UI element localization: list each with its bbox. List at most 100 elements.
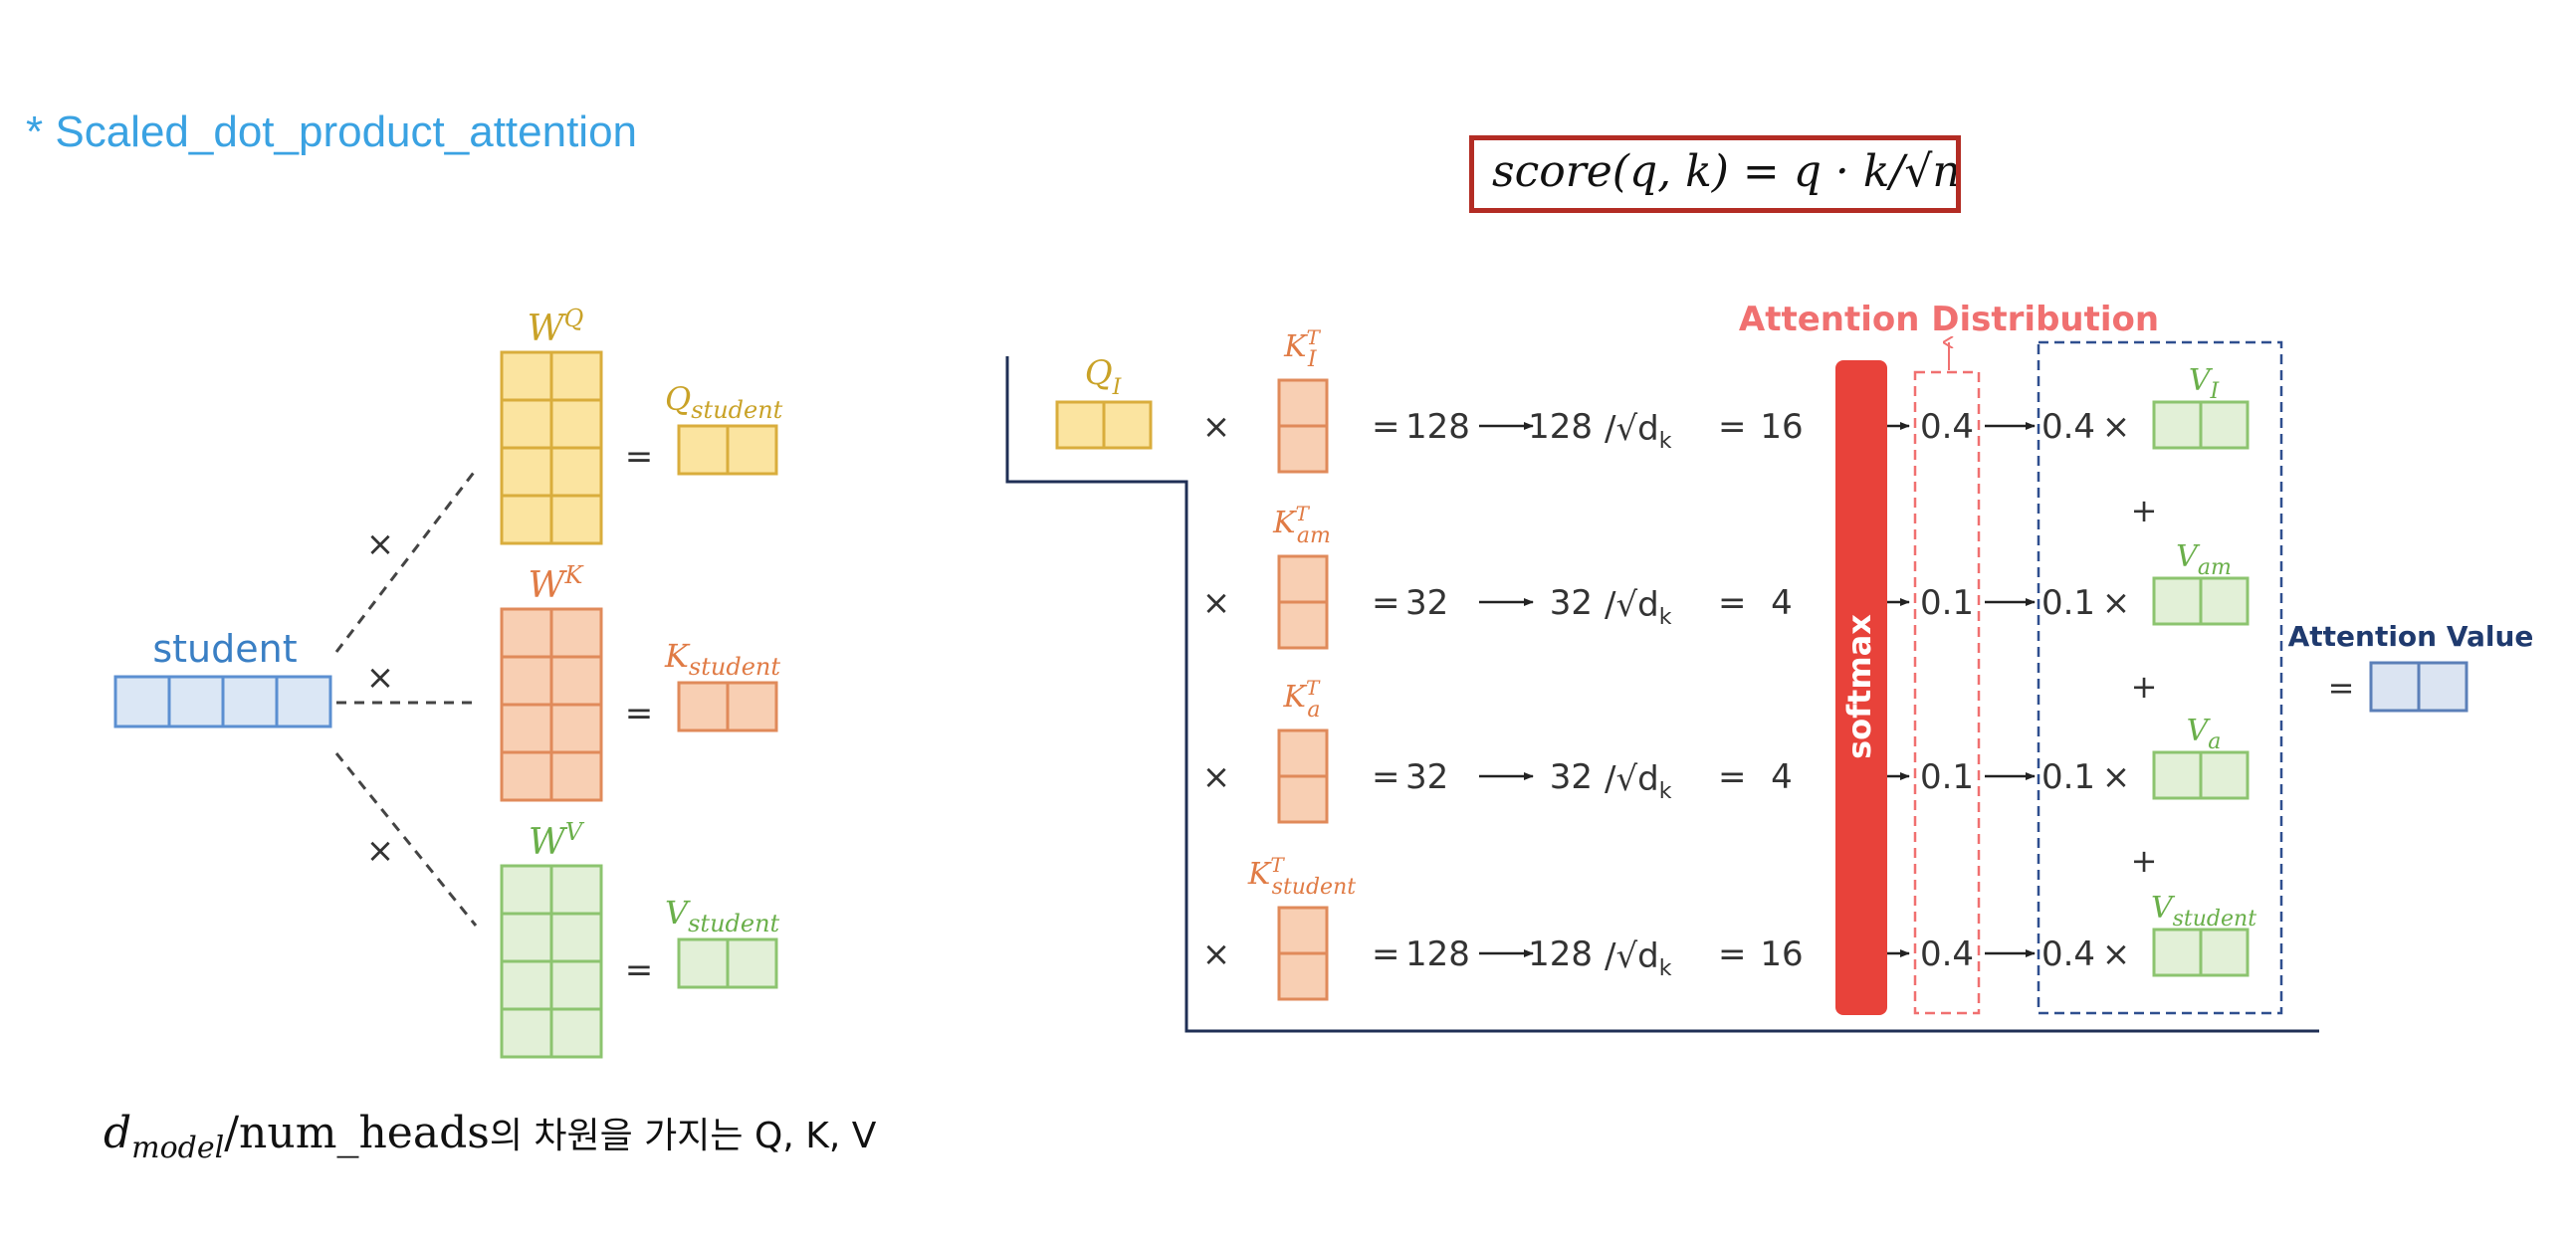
key-vector bbox=[1277, 728, 1329, 824]
times-sign: × bbox=[2102, 934, 2131, 974]
sqrt-dk: /√dk bbox=[1605, 759, 1672, 804]
plus-sign: + bbox=[2131, 492, 2158, 529]
times-sign: × bbox=[366, 658, 395, 698]
value-label: VI bbox=[2189, 363, 2221, 404]
value-label: Vam bbox=[2176, 539, 2232, 580]
score-formula: score(q, k) = q · k/√n bbox=[1492, 146, 1961, 197]
scaled-numerator: 32 bbox=[1550, 583, 1593, 623]
value-vector bbox=[2152, 576, 2250, 626]
times-sign: × bbox=[2102, 583, 2131, 623]
key-vector bbox=[1277, 378, 1329, 474]
softmax-probability: 0.1 bbox=[1920, 757, 1974, 797]
key-vector bbox=[1277, 554, 1329, 650]
page-title: * Scaled_dot_product_attention bbox=[26, 107, 638, 156]
equals-sign: = bbox=[1718, 583, 1747, 623]
attention-distribution-label: Attention Distribution bbox=[1739, 300, 2159, 339]
scaled-numerator: 128 bbox=[1528, 934, 1593, 974]
value-weight: 0.1 bbox=[2041, 583, 2095, 623]
times-sign: × bbox=[366, 831, 395, 871]
caption-math-suffix: /num_heads bbox=[224, 1108, 490, 1158]
scaled-score: 4 bbox=[1771, 757, 1793, 797]
output-label: Kstudent bbox=[664, 637, 780, 681]
key-vector bbox=[1277, 906, 1329, 1001]
plus-sign: + bbox=[2131, 842, 2158, 880]
softmax-label: softmax bbox=[1840, 614, 1878, 759]
row-bracket bbox=[1005, 356, 2319, 1033]
times-sign: × bbox=[2102, 757, 2131, 797]
dot-product-value: 32 bbox=[1405, 583, 1448, 623]
weight-label: WK bbox=[529, 561, 585, 606]
input-vector bbox=[113, 675, 332, 728]
weight-matrix bbox=[500, 864, 603, 1059]
output-vector bbox=[677, 937, 778, 989]
query-label: QI bbox=[1085, 353, 1123, 400]
value-label: Vstudent bbox=[2151, 891, 2256, 932]
sqrt-dk: /√dk bbox=[1605, 585, 1672, 630]
dot-product-value: 32 bbox=[1405, 757, 1448, 797]
attention-value-vector bbox=[2369, 661, 2469, 713]
dot-product-value: 128 bbox=[1405, 934, 1470, 974]
weight-label: WV bbox=[529, 818, 585, 863]
equals-sign: = bbox=[1718, 407, 1747, 447]
equals-sign: = bbox=[1372, 934, 1400, 974]
equals-sign: = bbox=[1372, 757, 1400, 797]
connector-v bbox=[334, 752, 478, 927]
output-vector bbox=[677, 424, 778, 476]
equals-sign: = bbox=[2328, 669, 2355, 707]
times-sign: × bbox=[1202, 407, 1231, 447]
equals-sign: = bbox=[625, 694, 654, 733]
scaled-numerator: 128 bbox=[1528, 407, 1593, 447]
times-sign: × bbox=[1202, 934, 1231, 974]
caption-math: dmodel/num_heads bbox=[104, 1108, 490, 1165]
softmax-probability: 0.1 bbox=[1920, 583, 1974, 623]
caption-subscript: model bbox=[131, 1130, 225, 1165]
caption: dmodel/num_heads의 차원을 가지는 Q, K, V bbox=[104, 1107, 876, 1165]
scaled-score: 16 bbox=[1760, 407, 1803, 447]
query-vector bbox=[1055, 400, 1153, 450]
softmax-probability: 0.4 bbox=[1920, 407, 1974, 447]
times-sign: × bbox=[2102, 407, 2131, 447]
times-sign: × bbox=[1202, 757, 1231, 797]
scaled-numerator: 32 bbox=[1550, 757, 1593, 797]
equals-sign: = bbox=[1372, 407, 1400, 447]
output-vector bbox=[677, 681, 778, 732]
caption-text: 의 차원을 가지는 Q, K, V bbox=[489, 1116, 877, 1156]
times-sign: × bbox=[366, 524, 395, 564]
equals-sign: = bbox=[625, 437, 654, 477]
scaled-score: 16 bbox=[1760, 934, 1803, 974]
softmax-bar bbox=[1835, 360, 1887, 1015]
output-label: Vstudent bbox=[665, 894, 780, 937]
input-label: student bbox=[152, 627, 297, 671]
times-sign: × bbox=[1202, 583, 1231, 623]
softmax-probability: 0.4 bbox=[1920, 934, 1974, 974]
value-vector bbox=[2152, 928, 2250, 977]
value-weight: 0.4 bbox=[2041, 407, 2095, 447]
weight-label: WQ bbox=[528, 305, 584, 349]
distribution-box bbox=[1913, 370, 1981, 1015]
connector-q bbox=[334, 469, 478, 653]
sqrt-dk: /√dk bbox=[1605, 409, 1672, 454]
weight-matrix bbox=[500, 607, 603, 802]
equals-sign: = bbox=[1718, 757, 1747, 797]
value-label: Va bbox=[2187, 714, 2222, 754]
plus-sign: + bbox=[2131, 668, 2158, 706]
equals-sign: = bbox=[1372, 583, 1400, 623]
value-weight: 0.1 bbox=[2041, 757, 2095, 797]
sqrt-dk: /√dk bbox=[1605, 936, 1672, 981]
caption-symbol: d bbox=[104, 1108, 132, 1158]
scaled-score: 4 bbox=[1771, 583, 1793, 623]
value-vector bbox=[2152, 750, 2250, 800]
weighted-value-box bbox=[2037, 340, 2283, 1015]
equals-sign: = bbox=[625, 950, 654, 990]
score-formula-box: score(q, k) = q · k/√n bbox=[1469, 135, 1961, 213]
weight-matrix bbox=[500, 350, 603, 545]
output-label: Qstudent bbox=[665, 380, 783, 424]
equals-sign: = bbox=[1718, 934, 1747, 974]
value-vector bbox=[2152, 400, 2250, 450]
